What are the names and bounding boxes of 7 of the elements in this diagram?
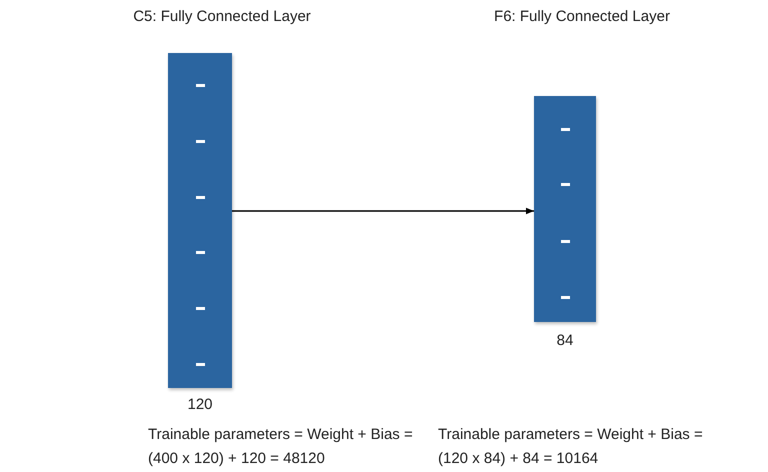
parameter-formula: Trainable parameters = Weight + Bias = (120 x 84) + 84 = 10164 [438, 425, 704, 469]
layer-title: C5: Fully Connected Layer [132, 8, 312, 26]
parameter-formula: Trainable parameters = Weight + Bias = (400 x 120) + 120 = 48120 [148, 425, 414, 469]
neuron-count: 120 [186, 396, 214, 414]
neuron-count: 84 [556, 332, 574, 350]
layer-title: F6: Fully Connected Layer [493, 8, 671, 26]
arrow [232, 208, 534, 214]
